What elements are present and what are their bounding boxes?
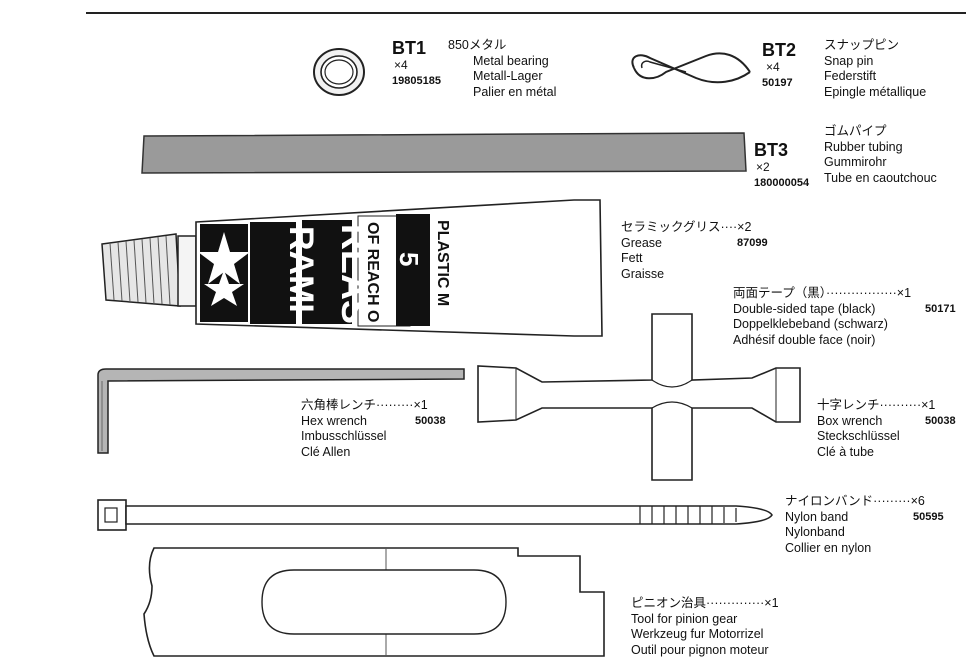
nylon-band-name-de: Nylonband bbox=[785, 525, 845, 539]
bt3-number: 180000054 bbox=[754, 176, 810, 189]
tape-name-fr: Adhésif double face (noir) bbox=[733, 332, 876, 347]
grease-name-fr: Graisse bbox=[621, 266, 665, 281]
bt3-label-block: BT3 ×2 180000054 bbox=[754, 140, 809, 191]
bt2-qty: ×4 bbox=[766, 60, 780, 74]
hex-wrench-name-de: Imbusschlüssel bbox=[301, 429, 387, 443]
hex-wrench-labels: 六角棒レンチ·········×1 Hex wrench 50038 Imbuss… bbox=[301, 398, 446, 460]
tube-text-reach: OF REACH O bbox=[364, 222, 381, 322]
bt1-name-en: Metal bearing bbox=[473, 53, 549, 68]
pinion-tool-name-en: Tool for pinion gear bbox=[631, 611, 738, 626]
hex-wrench-number: 50038 bbox=[415, 414, 446, 427]
bt3-name-jp: ゴムパイプ bbox=[824, 124, 887, 138]
nylon-band-labels: ナイロンバンド·········×6 Nylon band 50595 Nylon… bbox=[785, 494, 944, 556]
pinion-tool-labels: ピニオン治具··············×1 Tool for pinion g… bbox=[631, 596, 779, 658]
bt2-code: BT2 bbox=[762, 40, 797, 60]
hex-wrench-title-jp: 六角棒レンチ·········×1 bbox=[301, 398, 428, 412]
bt2-names: スナップピン Snap pin Federstift Epingle métal… bbox=[824, 38, 926, 100]
nylon-band-title-jp: ナイロンバンド·········×6 bbox=[785, 494, 925, 508]
nylon-band-icon bbox=[97, 499, 773, 531]
nylon-band-name-fr: Collier en nylon bbox=[785, 540, 872, 555]
bt1-names: 850メタル Metal bearing Metall-Lager Palier… bbox=[448, 38, 556, 100]
box-wrench-labels: 十字レンチ··········×1 Box wrench 50038 Stecks… bbox=[817, 398, 956, 460]
grease-name-en: Grease bbox=[621, 235, 662, 250]
bt2-name-fr: Epingle métallique bbox=[824, 84, 927, 99]
tube-text-5: 5 bbox=[394, 252, 424, 266]
grease-number: 87099 bbox=[737, 236, 768, 249]
bt3-code: BT3 bbox=[754, 140, 789, 160]
box-wrench-number: 50038 bbox=[925, 414, 956, 427]
bt2-name-jp: スナップピン bbox=[824, 38, 900, 52]
grease-labels: セラミックグリス····×2 Grease 87099 Fett Graisse bbox=[621, 220, 768, 282]
bt3-name-de: Gummirohr bbox=[824, 155, 887, 169]
tube-text-rami: RAMI bbox=[282, 226, 320, 313]
tube-text-reas: REAS bbox=[334, 224, 375, 324]
box-wrench-title-jp: 十字レンチ··········×1 bbox=[817, 398, 936, 412]
pinion-tool-title-jp: ピニオン治具··············×1 bbox=[631, 596, 779, 610]
bt2-number: 50197 bbox=[762, 76, 793, 89]
box-wrench-name-de: Steckschlüssel bbox=[817, 429, 900, 443]
nylon-band-number: 50595 bbox=[913, 510, 944, 523]
pinion-tool-name-fr: Outil pour pignon moteur bbox=[631, 642, 769, 657]
pinion-tool-icon bbox=[143, 547, 605, 657]
tube-text-plastic: PLASTIC M bbox=[434, 220, 451, 306]
nylon-band-name-en: Nylon band bbox=[785, 509, 849, 524]
metal-bearing-icon bbox=[313, 48, 365, 96]
box-wrench-name-fr: Clé à tube bbox=[817, 444, 874, 459]
tape-number: 50171 bbox=[925, 302, 956, 315]
box-wrench-icon bbox=[477, 313, 801, 481]
hex-wrench-icon bbox=[97, 368, 465, 454]
bt3-names: ゴムパイプ Rubber tubing Gummirohr Tube en ca… bbox=[824, 124, 937, 186]
rubber-tubing-icon bbox=[141, 132, 747, 174]
bt1-name-jp: 850メタル bbox=[448, 38, 507, 52]
bt1-code: BT1 bbox=[392, 38, 427, 58]
bt3-qty: ×2 bbox=[756, 160, 770, 174]
box-wrench-name-en: Box wrench bbox=[817, 413, 883, 428]
bt1-label-block: BT1 ×4 19805185 bbox=[392, 38, 441, 89]
hex-wrench-name-en: Hex wrench bbox=[301, 413, 367, 428]
bt1-qty: ×4 bbox=[394, 58, 408, 72]
tape-name-en: Double-sided tape (black) bbox=[733, 301, 876, 316]
pinion-tool-name-de: Werkzeug fur Motorrizel bbox=[631, 627, 764, 641]
bt1-number: 19805185 bbox=[392, 74, 441, 87]
bt2-label-block: BT2 ×4 50197 bbox=[762, 40, 796, 91]
tape-name-de: Doppelklebeband (schwarz) bbox=[733, 317, 888, 331]
bt3-name-en: Rubber tubing bbox=[824, 139, 903, 154]
bt2-name-de: Federstift bbox=[824, 69, 877, 83]
grease-name-de: Fett bbox=[621, 251, 643, 265]
bt3-name-fr: Tube en caoutchouc bbox=[824, 170, 937, 185]
tape-title-jp: 両面テープ（黒）·················×1 bbox=[733, 286, 912, 300]
bt2-name-en: Snap pin bbox=[824, 53, 874, 68]
grease-title-jp: セラミックグリス····×2 bbox=[621, 220, 752, 234]
tape-labels: 両面テープ（黒）·················×1 Double-sided… bbox=[733, 286, 956, 348]
snap-pin-icon bbox=[631, 52, 751, 84]
bt1-name-de: Metall-Lager bbox=[473, 69, 543, 83]
hex-wrench-name-fr: Clé Allen bbox=[301, 444, 351, 459]
bt1-name-fr: Palier en métal bbox=[473, 84, 557, 99]
top-rule bbox=[86, 12, 966, 14]
grease-tube-icon: RAMI REAS OF REACH O 5 PLASTIC M bbox=[101, 199, 603, 337]
